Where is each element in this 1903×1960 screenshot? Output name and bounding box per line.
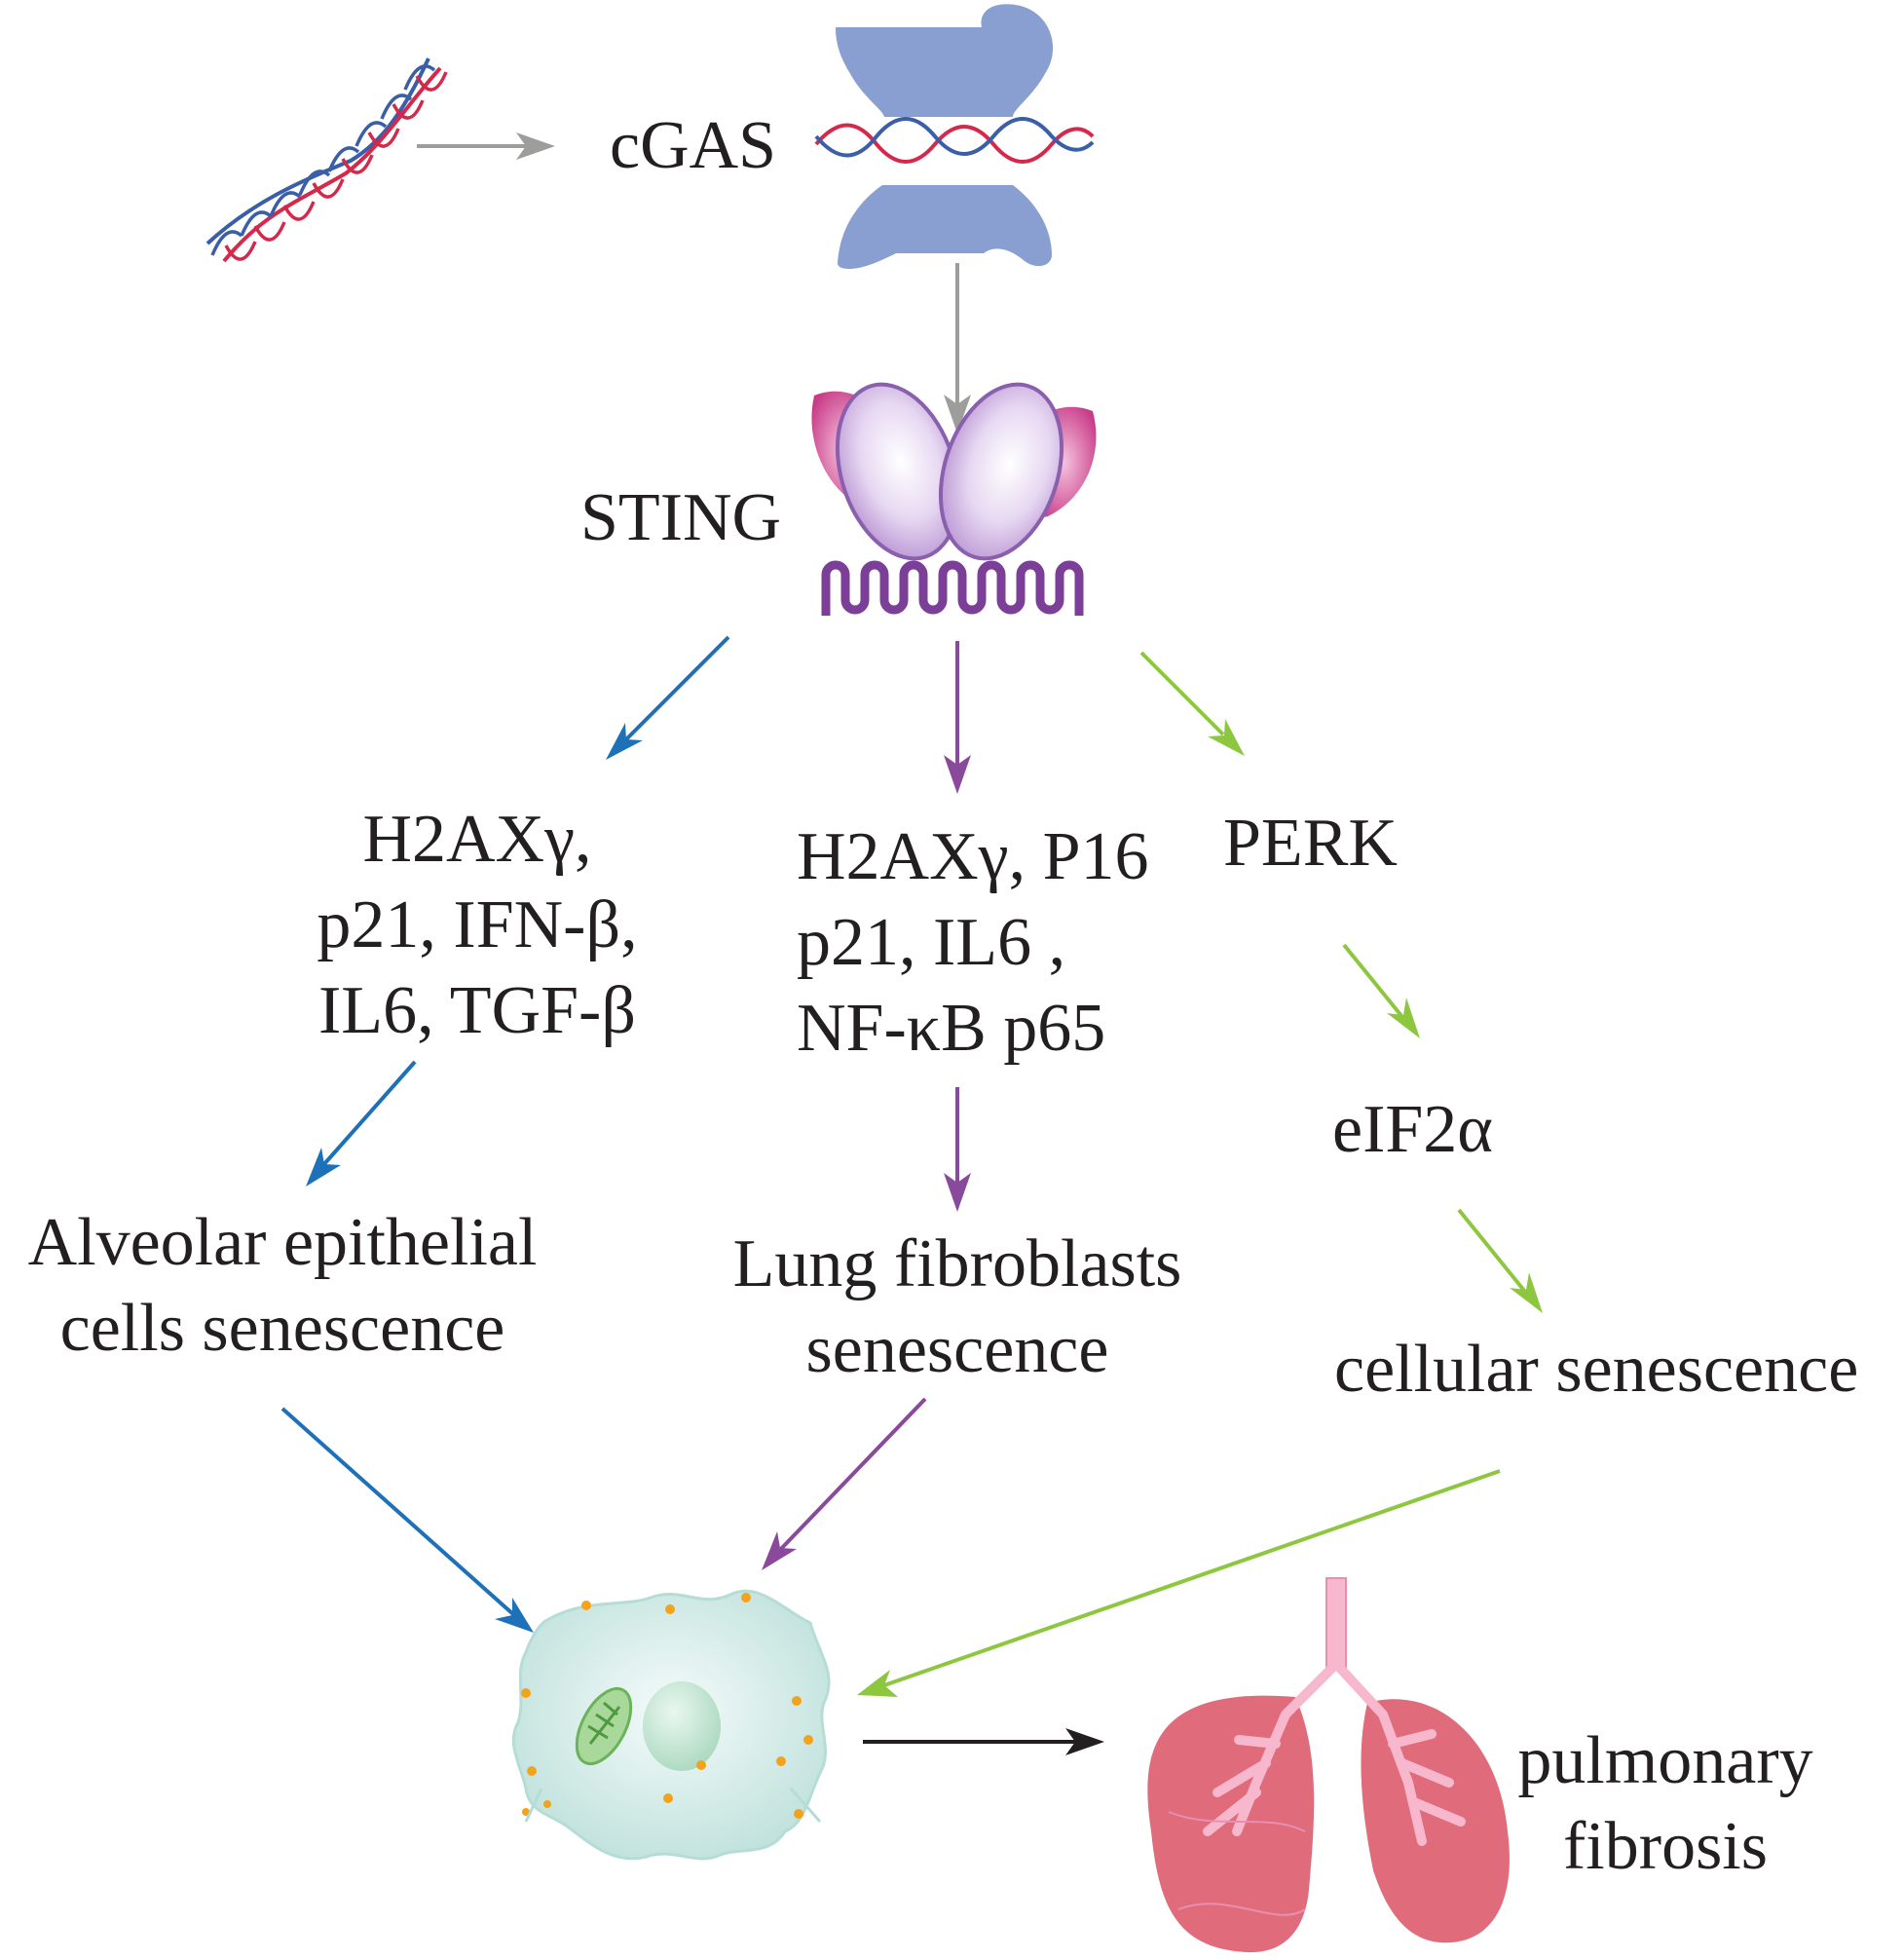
arrow-alveolar-to-cell — [280, 1407, 534, 1633]
cgas-label: cGAS — [610, 108, 777, 183]
cellular-senescence-label: cellular senescence — [1334, 1332, 1859, 1407]
pulmonary-fibrosis-label: pulmonary fibrosis — [1517, 1723, 1813, 1884]
arrow-fibroblast-to-cell — [762, 1397, 927, 1570]
perk-label: PERK — [1223, 806, 1398, 881]
arrow-eif2a-to-senescence — [1457, 1208, 1543, 1313]
arrow-cell-to-lungs — [863, 1728, 1104, 1755]
arrow-sting-to-left-markers — [606, 635, 730, 760]
left-markers-label: H2AXγ, p21, IFN-β, IL6, TGF-β — [317, 802, 638, 1048]
eif2a-label: eIF2α — [1332, 1092, 1493, 1167]
arrow-sting-to-perk — [1139, 651, 1245, 756]
arrow-left-markers-to-alveolar — [306, 1060, 417, 1187]
senescent-cell-icon — [511, 1589, 831, 1861]
arrow-cgas-to-sting — [944, 263, 971, 433]
sting-label: STING — [580, 480, 782, 555]
fibroblast-senescence-label: Lung fibroblasts senescence — [732, 1226, 1182, 1387]
arrow-dna-to-cgas — [417, 132, 555, 160]
arrow-sting-to-mid-markers — [944, 641, 971, 794]
alveolar-senescence-label: Alveolar epithelial cells senescence — [27, 1205, 538, 1366]
cgas-protein-icon — [814, 4, 1095, 269]
dna-helix-icon — [205, 57, 448, 263]
arrow-perk-to-eif2a — [1342, 943, 1420, 1038]
sting-protein-icon — [811, 382, 1097, 616]
lungs-icon — [1147, 1577, 1510, 1953]
arrow-mid-markers-to-fibroblast — [944, 1087, 971, 1212]
arrow-senescence-to-cell — [857, 1469, 1501, 1697]
mid-markers-label: H2AXγ, P16 p21, IL6 , NF-κB p65 — [797, 819, 1149, 1066]
